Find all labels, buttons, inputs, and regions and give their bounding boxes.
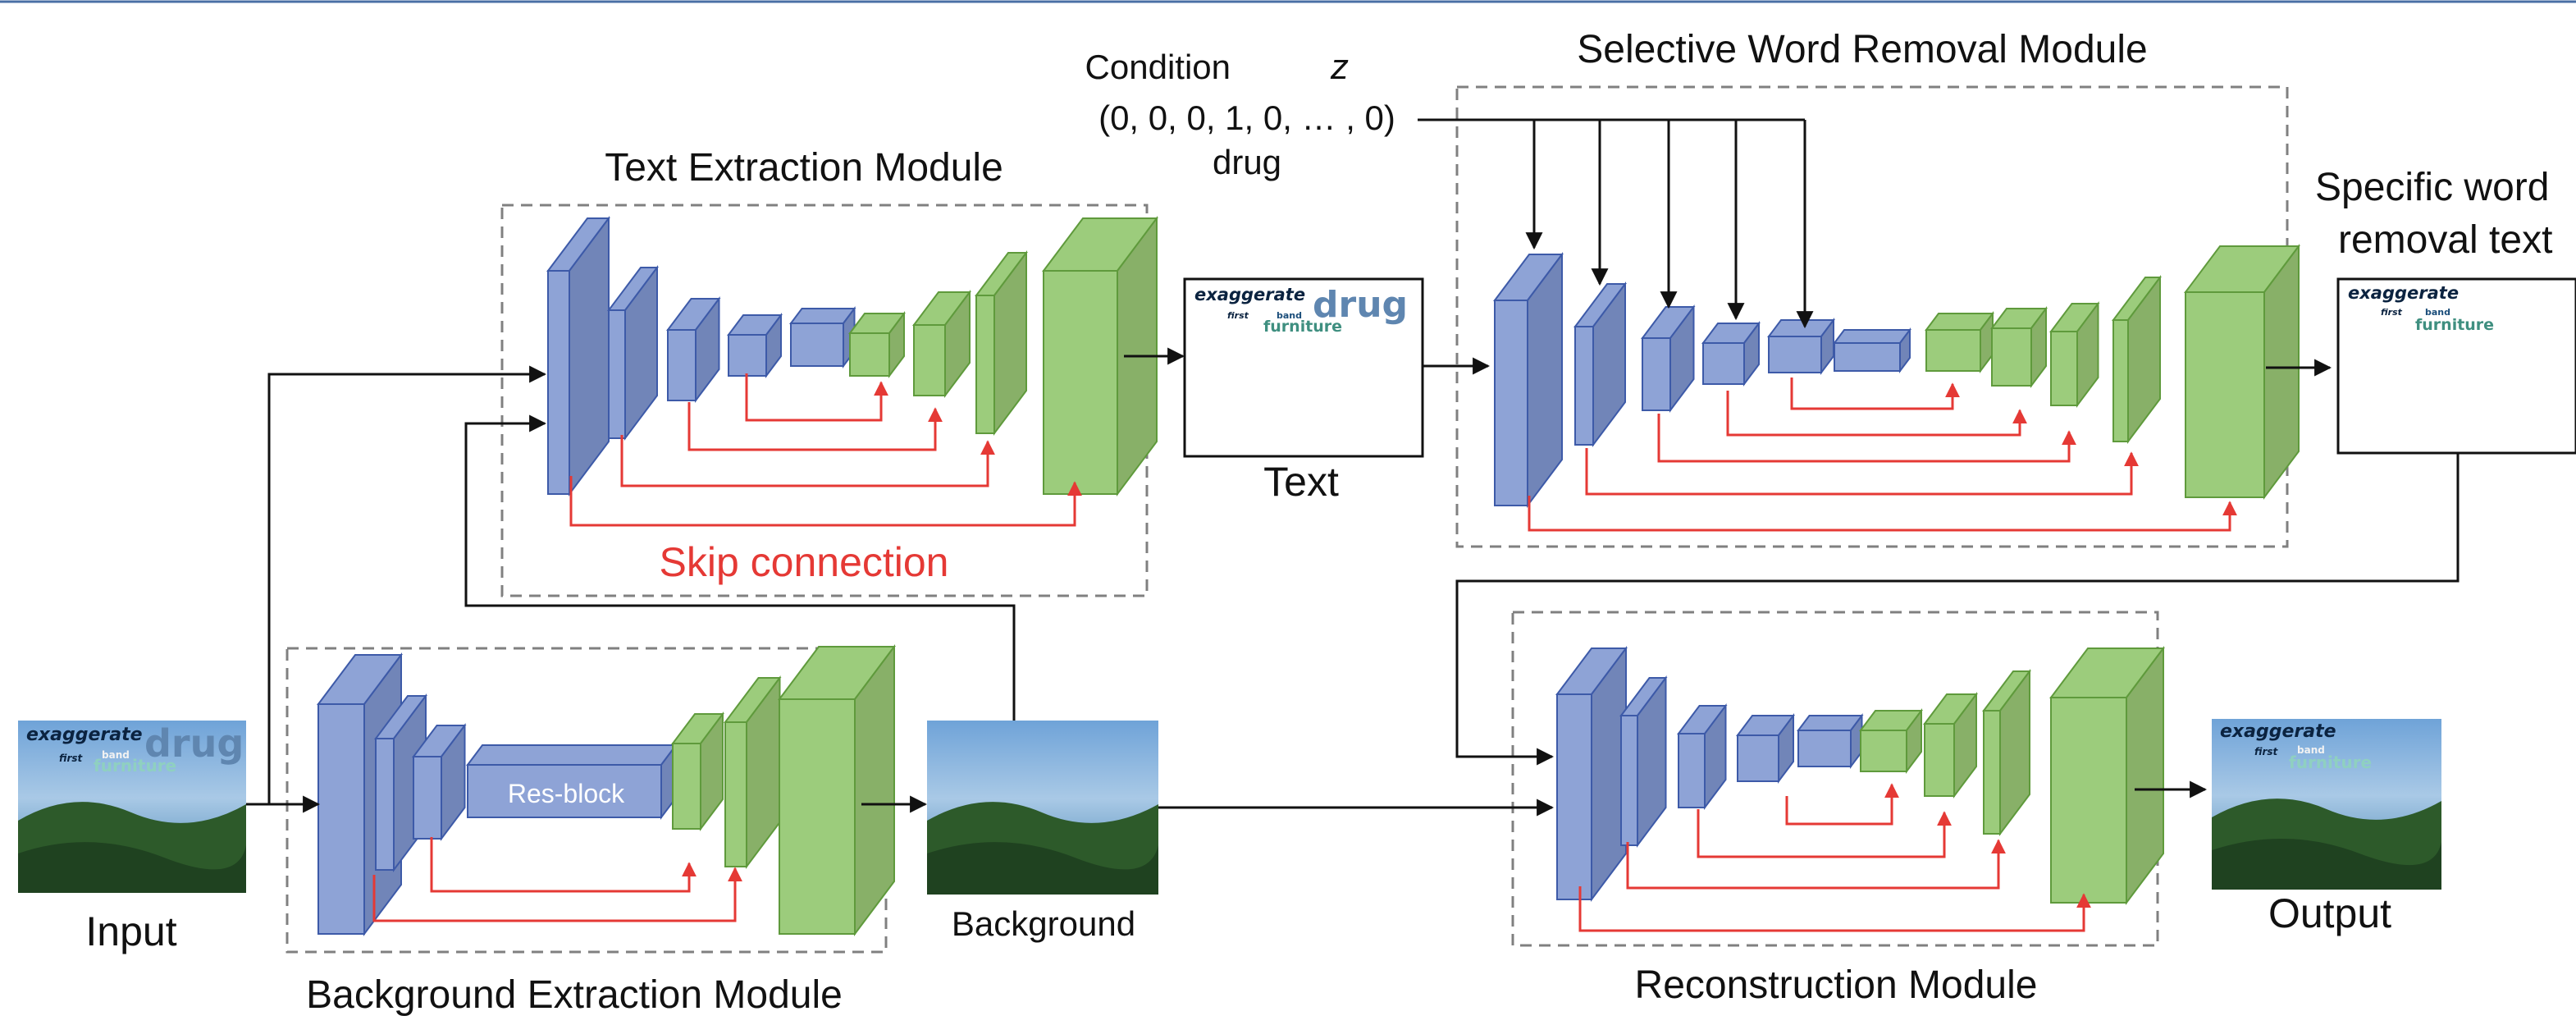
skip-connection-label: Skip connection [659, 539, 948, 585]
decoder-layer [724, 675, 782, 869]
word-exaggerate: exaggerate [1194, 285, 1305, 304]
word-exaggerate: exaggerate [2220, 721, 2336, 742]
skip-line [1528, 496, 2237, 532]
reconstruction-module-title: Reconstruction Module [1635, 963, 2038, 1007]
encoder-layer [1619, 675, 1668, 848]
encoder-layer [1677, 703, 1728, 810]
connection-arrows [246, 118, 2460, 817]
skip-line [1697, 809, 1952, 858]
word-drug: drug [1313, 284, 1408, 326]
decoder-layer [1925, 311, 1994, 373]
skip-line [569, 476, 1082, 527]
encoder-layer [1767, 318, 1835, 375]
word-furniture: furniture [94, 756, 176, 776]
background-label: Background [952, 904, 1135, 943]
encoder-layer [789, 306, 856, 368]
word-exaggerate: exaggerate [26, 725, 143, 745]
arrow-background-to-text-extraction [464, 414, 1016, 721]
word-band: band [102, 749, 130, 761]
skip-line [620, 435, 995, 487]
decoder-layer [671, 712, 724, 831]
text-image: exaggerate drug first band furniture [1183, 277, 1424, 458]
skip-line [372, 867, 742, 922]
decoder-layer [848, 311, 906, 378]
encoder-layer [546, 216, 610, 496]
decoder-layer [2049, 646, 2165, 905]
output-label: Output [2268, 890, 2391, 936]
input-image: exaggerate drug first band furniture [18, 721, 246, 893]
word-furniture: furniture [2415, 316, 2494, 334]
encoder-layer [1833, 327, 1911, 373]
word-exaggerate: exaggerate [2348, 283, 2459, 303]
decoder-layer [912, 290, 971, 398]
encoder-layer [1797, 713, 1864, 769]
arrow-input-to-text-extraction [267, 365, 547, 804]
specific-removal-label-line2: removal text [2338, 218, 2552, 262]
selective-word-removal-module-title: Selective Word Removal Module [1577, 28, 2147, 71]
decoder-layer [1859, 708, 1923, 774]
skip-line [745, 373, 888, 422]
skip-line [1578, 886, 2091, 932]
encoder-layer [1573, 281, 1627, 447]
encoder-layer [466, 743, 678, 820]
encoder-layer [1736, 713, 1795, 784]
encoder-layer [1701, 321, 1761, 387]
skip-line [1626, 839, 2006, 890]
word-furniture: furniture [1263, 318, 1342, 336]
decoder-layer [1923, 692, 1978, 798]
word-drug: drug [144, 721, 244, 766]
encoder-layer [1641, 304, 1696, 413]
res-block-label: Res-block [508, 779, 625, 808]
encoder-layer [412, 723, 467, 841]
encoder-layer [607, 265, 659, 441]
encoder-layer [1493, 252, 1564, 508]
word-first: first [59, 753, 84, 764]
condition-word: drug [1213, 143, 1281, 181]
background-extraction-module-title: Background Extraction Module [306, 973, 843, 1017]
decoder-layer [2112, 275, 2162, 444]
skip-line [1785, 783, 1899, 826]
word-first: first [2381, 307, 2403, 318]
decoder-layer [778, 644, 896, 936]
input-label: Input [85, 908, 176, 954]
skip-line [1585, 448, 2139, 496]
word-first: first [2254, 746, 2279, 757]
decoder-layer [1990, 306, 2048, 388]
condition-vector: (0, 0, 0, 1, 0, … , 0) [1098, 98, 1395, 137]
specific-removal-label-line1: Specific word [2315, 166, 2549, 209]
output-image: exaggerate first band furniture [2212, 719, 2441, 890]
background-image [927, 721, 1158, 895]
word-band: band [2425, 307, 2450, 318]
condition-symbol: z [1330, 47, 1349, 87]
word-band: band [1277, 310, 1302, 321]
network-layers: Res-block [317, 216, 2300, 936]
skip-line [1726, 391, 2027, 437]
encoder-layer [1555, 646, 1628, 902]
specific-removal-text-image: exaggerate first band furniture [2336, 277, 2576, 455]
skip-line [430, 837, 697, 893]
skip-line [687, 402, 943, 451]
word-first: first [1227, 310, 1249, 321]
encoder-layer [666, 296, 721, 403]
arrow-specific-text-to-reconstruction [1455, 453, 2460, 766]
word-band: band [2297, 744, 2325, 756]
background-extraction-module-box [285, 647, 888, 954]
skip-connections [372, 373, 2237, 932]
decoder-layer [2184, 244, 2300, 500]
decoder-layer [1042, 216, 1158, 496]
skip-line [1790, 378, 1960, 410]
condition-title: Condition [1085, 48, 1231, 86]
encoder-layer [727, 313, 783, 378]
word-furniture: furniture [2289, 753, 2372, 772]
text-label: Text [1263, 459, 1339, 505]
decoder-layer [975, 250, 1028, 436]
text-extraction-module-title: Text Extraction Module [605, 146, 1003, 190]
decoder-layer [1982, 669, 2031, 836]
decoder-layer [2049, 301, 2100, 408]
skip-line [1657, 414, 2076, 463]
